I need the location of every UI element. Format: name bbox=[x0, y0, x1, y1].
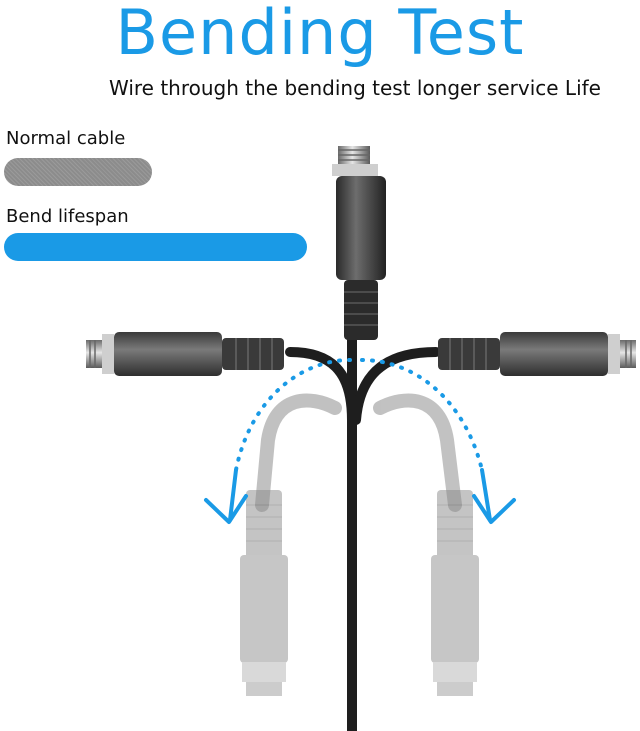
right-connector bbox=[438, 332, 636, 376]
main-cables bbox=[285, 305, 441, 731]
legend-label-normal: Normal cable bbox=[6, 128, 126, 149]
bend-arrow-right-icon bbox=[472, 468, 516, 524]
legend-bar-normal bbox=[4, 158, 152, 186]
ghost-connector-right bbox=[431, 490, 479, 696]
bend-arrow-left-icon bbox=[204, 468, 248, 524]
left-connector bbox=[86, 332, 284, 376]
top-connector bbox=[332, 146, 386, 340]
ghost-connector-left bbox=[240, 490, 288, 696]
legend-label-bend: Bend lifespan bbox=[6, 206, 129, 227]
page-subtitle: Wire through the bending test longer ser… bbox=[109, 76, 601, 100]
bend-path-dots bbox=[234, 358, 484, 472]
legend-bar-bend bbox=[4, 233, 307, 261]
ghost-cables bbox=[255, 393, 462, 512]
page-title: Bending Test bbox=[115, 0, 525, 69]
